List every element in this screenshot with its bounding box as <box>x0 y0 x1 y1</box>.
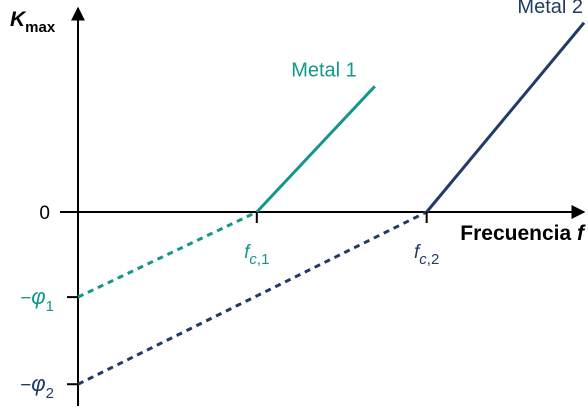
y-axis-title: Kmax <box>10 8 56 36</box>
series-1-extrapolation-dashed <box>77 210 258 299</box>
series-2-line <box>425 21 586 213</box>
series-2-threshold-label: fc,2 <box>414 242 439 268</box>
series-1-intercept-label: −φ1 <box>20 284 54 315</box>
series-2: Metal 2 <box>77 0 586 386</box>
axes <box>60 6 586 406</box>
series-layer: Metal 1 Metal 2 <box>77 0 586 386</box>
series-1-line <box>255 85 376 214</box>
series-1: Metal 1 <box>77 59 376 299</box>
series-2-extrapolation-dashed <box>77 210 428 386</box>
series-2-name-label: Metal 2 <box>517 0 583 18</box>
tick-layer: fc,1 −φ1 fc,2 −φ2 <box>20 212 439 402</box>
x-axis-title: Frecuencia f <box>460 222 586 245</box>
series-1-threshold-label: fc,1 <box>244 242 269 268</box>
y-zero-label: 0 <box>39 203 50 224</box>
series-1-name-label: Metal 1 <box>291 59 357 81</box>
series-2-intercept-label: −φ2 <box>20 371 54 402</box>
